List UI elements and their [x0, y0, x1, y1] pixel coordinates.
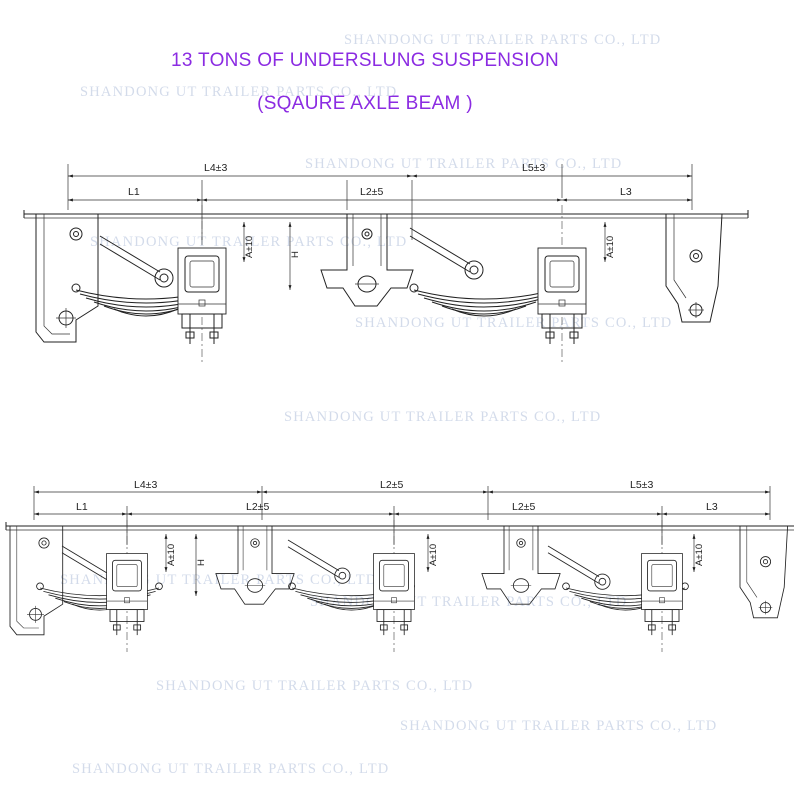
watermark-text: SHANDONG UT TRAILER PARTS CO., LTD — [80, 84, 397, 100]
dim-l1: L1 — [128, 186, 140, 198]
dim-a-left: A±10 — [244, 236, 255, 258]
watermark-text: SHANDONG UT TRAILER PARTS CO., LTD — [355, 315, 672, 331]
dim-a-right: A±10 — [605, 236, 616, 258]
watermark-text: SHANDONG UT TRAILER PARTS CO., LTD — [90, 234, 407, 250]
watermark-text: SHANDONG UT TRAILER PARTS CO., LTD — [72, 761, 389, 777]
dim-l2: L2±5 — [380, 479, 403, 491]
dim-a-3: A±10 — [694, 544, 705, 566]
bottom-suspension-drawing: L4±3 L2±5 L5±3 L1 L2±5 L2±5 L3 — [5, 479, 794, 652]
dim-l4: L4±3 — [134, 479, 157, 491]
watermark-text: SHANDONG UT TRAILER PARTS CO., LTD — [156, 678, 473, 694]
watermark-text: SHANDONG UT TRAILER PARTS CO., LTD — [284, 409, 601, 425]
watermark-layer: SHANDONG UT TRAILER PARTS CO., LTD SHAND… — [60, 32, 717, 777]
dim-l2-b: L2±5 — [512, 501, 535, 513]
dim-l4: L4±3 — [204, 162, 227, 174]
dim-l3: L3 — [620, 186, 632, 198]
watermark-text: SHANDONG UT TRAILER PARTS CO., LTD — [305, 156, 622, 172]
dim-l3: L3 — [706, 501, 718, 513]
dim-h: H — [196, 559, 207, 566]
dim-l1: L1 — [76, 501, 88, 513]
dim-l5: L5±3 — [522, 162, 545, 174]
dim-a-1: A±10 — [166, 544, 177, 566]
title-line-2: (SQAURE AXLE BEAM ) — [257, 93, 473, 114]
top-suspension-drawing: L4±3 L5±3 L1 L2±5 L3 A±10 H A±10 — [23, 162, 749, 362]
watermark-text: SHANDONG UT TRAILER PARTS CO., LTD — [400, 718, 717, 734]
dim-l2: L2±5 — [360, 186, 383, 198]
dim-l2-a: L2±5 — [246, 501, 269, 513]
title-line-1: 13 TONS OF UNDERSLUNG SUSPENSION — [171, 50, 559, 71]
dim-h: H — [290, 251, 301, 258]
dim-l5: L5±3 — [630, 479, 653, 491]
dim-a-2: A±10 — [428, 544, 439, 566]
watermark-text: SHANDONG UT TRAILER PARTS CO., LTD — [344, 32, 661, 48]
